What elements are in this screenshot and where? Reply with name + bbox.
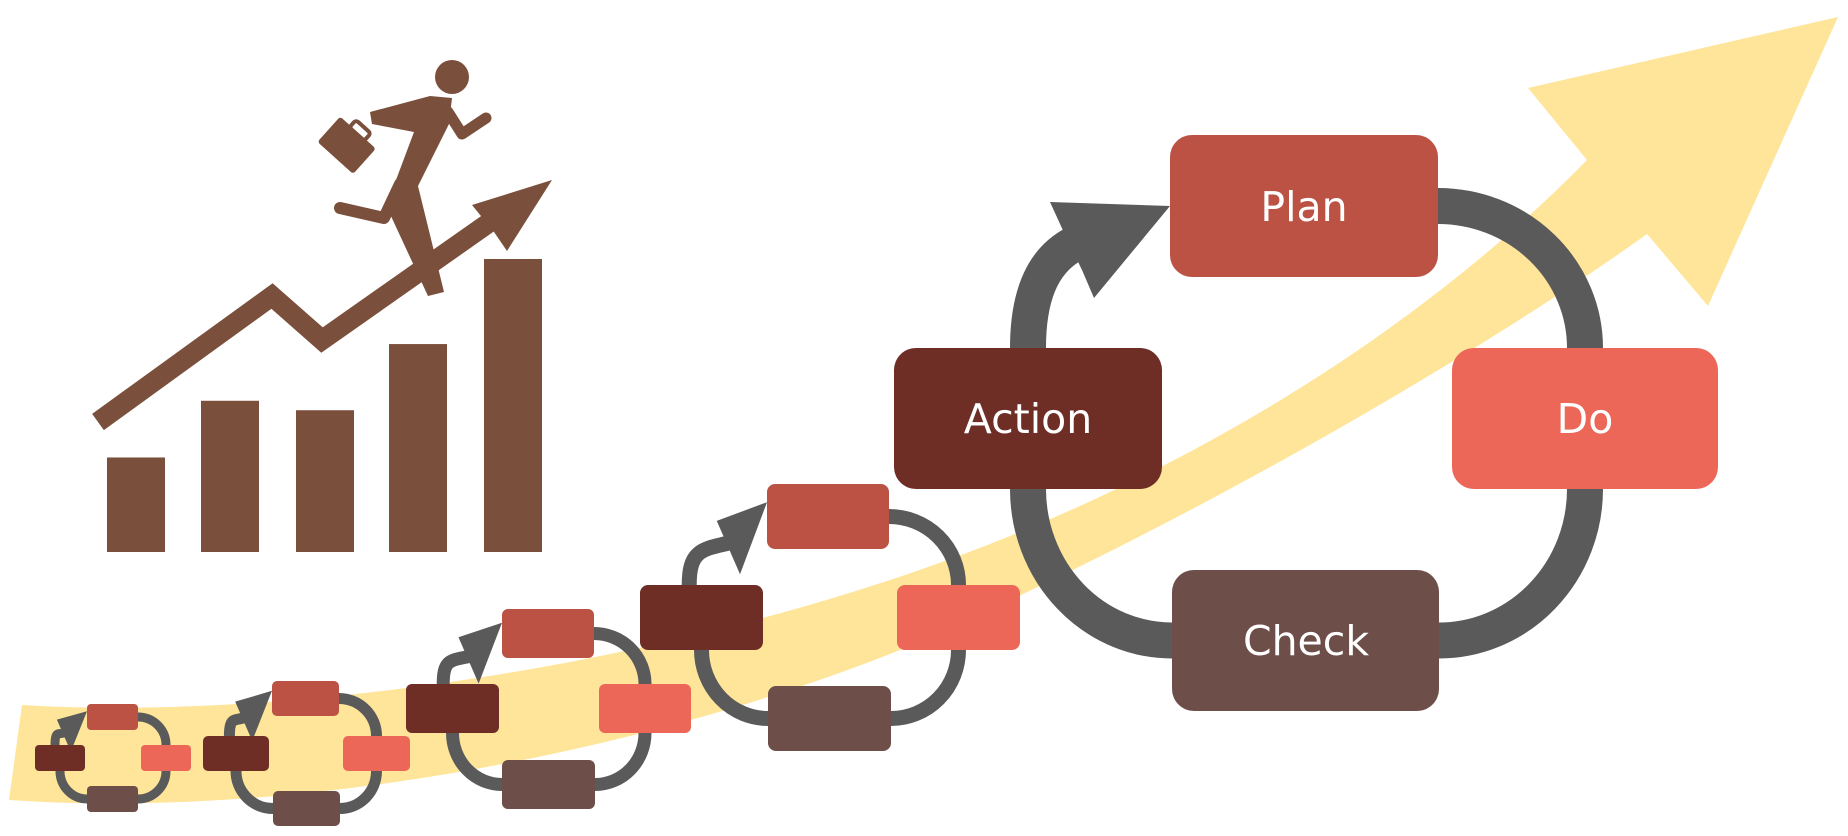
- runner-head: [435, 60, 469, 94]
- pdca-cycle-small-4: [640, 484, 1020, 751]
- pdca-cycle-small-2: [203, 681, 410, 826]
- check-box: [273, 791, 340, 826]
- check-box: [502, 760, 595, 809]
- do-box: [141, 745, 191, 771]
- plan-box: [272, 681, 339, 716]
- chart-bar: [201, 400, 259, 552]
- plan-box: [87, 704, 138, 730]
- cycle-connector: [594, 732, 652, 791]
- cycle-arrow-head-icon: [458, 622, 502, 684]
- cycle-connector: [694, 649, 769, 726]
- action-box: [894, 348, 1162, 489]
- cycle-arrow-head-icon: [235, 690, 272, 741]
- action-box: [203, 736, 269, 771]
- cycle-connector: [223, 712, 246, 737]
- plan-label: Plan: [1260, 183, 1347, 231]
- cycle-connector: [137, 770, 171, 804]
- cycle-connector: [339, 770, 382, 814]
- cycle-connector: [888, 509, 966, 586]
- check-label: Check: [1243, 617, 1369, 665]
- cycle-connector: [436, 650, 471, 685]
- cycle-connector: [230, 770, 274, 814]
- briefcase-icon: [318, 117, 375, 173]
- runner-body: [370, 96, 452, 296]
- cycle-connector: [55, 770, 88, 804]
- chart-bar: [389, 344, 447, 552]
- cycle-connector: [338, 693, 382, 737]
- trend-arrow-head-icon: [472, 180, 552, 251]
- chart-bar: [107, 457, 165, 552]
- do-box: [343, 736, 410, 771]
- check-box: [768, 686, 891, 751]
- do-box: [897, 585, 1020, 650]
- runner-arm: [442, 106, 492, 140]
- pdca-cycle-small-3: [406, 609, 691, 809]
- action-label: Action: [964, 395, 1092, 443]
- plan-box: [1170, 135, 1438, 277]
- runner-leg: [334, 178, 406, 224]
- trend-line: [92, 213, 496, 431]
- cycle-connector: [446, 732, 503, 791]
- check-box: [1172, 570, 1439, 711]
- action-box: [35, 745, 85, 771]
- cycle-connector: [1437, 188, 1603, 349]
- do-box: [599, 684, 691, 733]
- cycle-arrow-head-icon: [56, 711, 87, 752]
- cycle-arrow-head-icon: [1050, 202, 1170, 298]
- do-box: [1452, 348, 1718, 489]
- cycle-connector: [1010, 228, 1084, 349]
- businessman-runner-icon: [318, 60, 492, 296]
- pdca-cycle-small-1: [35, 704, 191, 812]
- pdca-cycles: [35, 135, 1718, 826]
- check-box: [87, 786, 138, 812]
- cycle-connector: [137, 712, 171, 746]
- cycle-connector: [1010, 488, 1173, 659]
- action-box: [640, 585, 763, 650]
- briefcase-body: [318, 117, 375, 173]
- chart-bar: [484, 259, 542, 552]
- cycle-connector: [890, 649, 966, 726]
- cycle-connector: [681, 535, 732, 586]
- briefcase-handle: [348, 119, 372, 142]
- growth-band-arrow: [9, 17, 1838, 804]
- plan-box: [502, 609, 594, 658]
- pdca-cycle-main: [894, 135, 1718, 711]
- growth-chart-icon: [92, 60, 552, 552]
- action-box: [406, 684, 499, 733]
- cycle-connector: [593, 627, 652, 685]
- chart-bar: [296, 410, 354, 552]
- do-label: Do: [1557, 395, 1614, 443]
- cycle-arrow-head-icon: [716, 502, 767, 575]
- cycle-connector: [1438, 488, 1603, 659]
- plan-box: [767, 484, 889, 549]
